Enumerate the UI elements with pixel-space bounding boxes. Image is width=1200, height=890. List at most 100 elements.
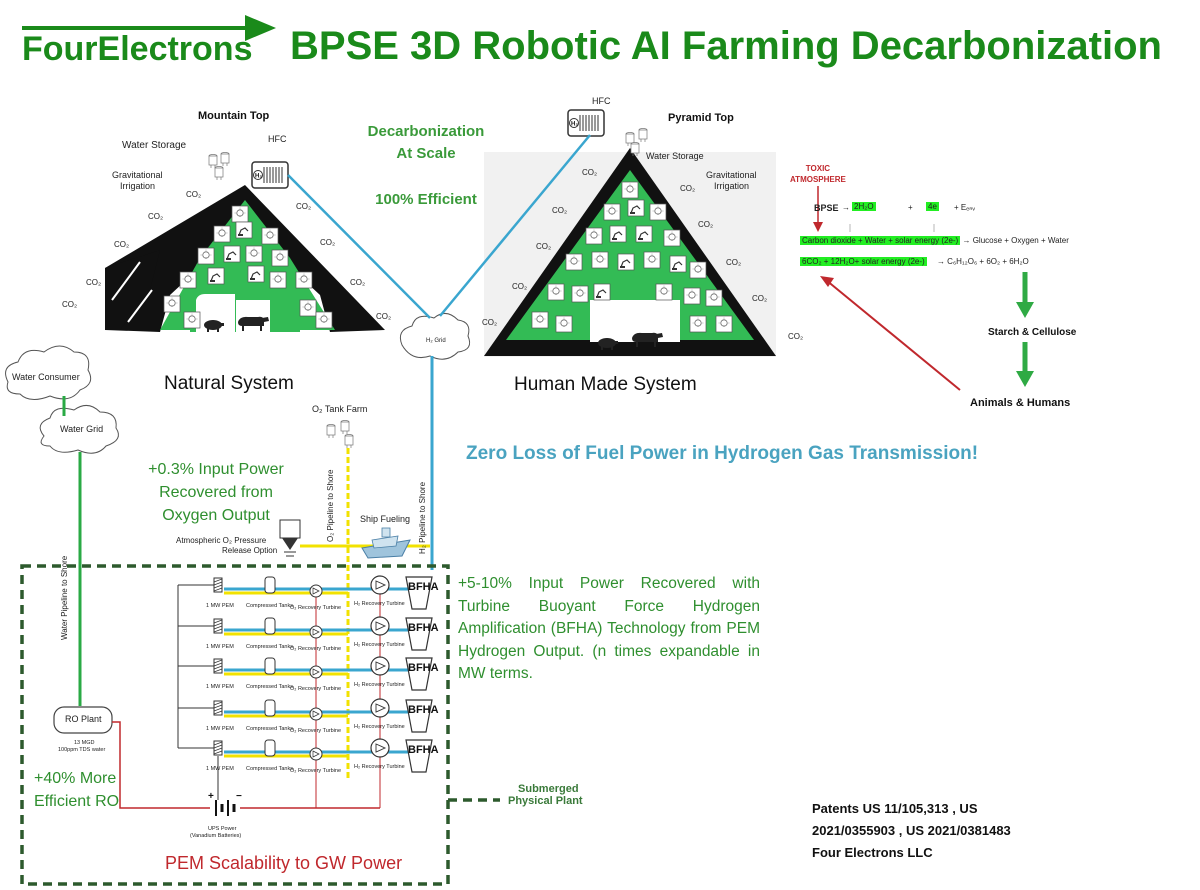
irrigation-label-natural: Irrigation — [120, 181, 156, 191]
co2-label: CO₂ — [752, 294, 768, 303]
compressed-tank-icon — [264, 617, 276, 635]
ro-spec-1: 13 MGD — [74, 740, 95, 746]
pem-label: 1 MW PEM — [206, 684, 234, 690]
bfha-label: BFHA — [408, 744, 439, 756]
pyramid-top-label: Pyramid Top — [668, 112, 734, 124]
o2-tank-farm-label: O₂ Tank Farm — [312, 404, 368, 414]
co2-label: CO₂ — [680, 184, 696, 193]
ship-icon — [361, 527, 411, 559]
pem-label: 1 MW PEM — [206, 766, 234, 772]
ups-label-2: (Vanadium Batteries) — [190, 833, 242, 839]
h2-turbine-label: H₂ Recovery Turbine — [354, 682, 405, 688]
compressed-tanks-label: Compressed Tanks — [246, 603, 293, 609]
pressure-release-label-2: Release Option — [222, 546, 278, 555]
co2-label: CO₂ — [482, 318, 498, 327]
compressed-tank-icon — [264, 576, 276, 594]
plus-sign: + — [908, 203, 913, 212]
o2-turbine-icon — [309, 584, 323, 598]
battery-plus: + — [208, 791, 214, 802]
ups-label-1: UPS Power — [208, 826, 237, 832]
photosynthesis-line1: Carbon dioxide + Water + solar energy (2… — [800, 236, 1069, 245]
co2-label: CO₂ — [582, 168, 598, 177]
co2-label: CO₂ — [62, 300, 78, 309]
toxic-atmosphere-label: TOXIC ATMOSPHERE — [790, 164, 846, 184]
electron-term: 4e — [926, 202, 939, 211]
company-logo: FourElectrons — [22, 30, 252, 69]
co2-label: CO₂ — [114, 240, 130, 249]
pem-stack-icon — [213, 700, 223, 716]
ro-plant-label: RO Plant — [65, 714, 102, 724]
hfc-label-human: HFC — [592, 96, 611, 106]
pem-stack-icon — [213, 740, 223, 756]
mountain-top-label: Mountain Top — [198, 110, 270, 122]
pem-stack-icon — [213, 618, 223, 634]
o2-pipeline-label: O₂ Pipeline to Shore — [326, 469, 335, 542]
bfha-label: BFHA — [408, 581, 439, 593]
o2-turbine-icon — [309, 707, 323, 721]
zero-loss-text: Zero Loss of Fuel Power in Hydrogen Gas … — [466, 443, 979, 464]
submerged-plant-label: Submerged Physical Plant — [508, 783, 583, 807]
o2-turbine-label: O₂ Recovery Turbine — [290, 768, 342, 774]
human-system-label: Human Made System — [514, 374, 697, 395]
h2-turbine-label: H₂ Recovery Turbine — [354, 601, 405, 607]
co2-label: CO₂ — [552, 206, 568, 215]
bfha-text: +5-10% Input Power Recovered with Turbin… — [458, 575, 760, 682]
h2-turbine-icon — [370, 698, 390, 718]
h2-turbine-label: H₂ Recovery Turbine — [354, 642, 405, 648]
water-pipeline-label: Water Pipeline to Shore — [60, 555, 69, 640]
co2-label: CO₂ — [320, 238, 336, 247]
o2-turbine-icon — [309, 747, 323, 761]
compressed-tanks-label: Compressed Tanks — [246, 726, 293, 732]
pem-label: 1 MW PEM — [206, 603, 234, 609]
hydrogen-fuel-cell-icon — [251, 161, 289, 189]
bfha-label: BFHA — [408, 622, 439, 634]
page-title: BPSE 3D Robotic AI Farming Decarbonizati… — [290, 24, 1162, 68]
o2-turbine-label: O₂ Recovery Turbine — [290, 605, 342, 611]
h2-turbine-icon — [370, 575, 390, 595]
water-storage-label-natural: Water Storage — [122, 140, 187, 151]
energy-term: + Eₑₙᵥ — [954, 203, 975, 212]
compressed-tanks-label: Compressed Tanks — [246, 766, 293, 772]
compressed-tank-icon — [264, 739, 276, 757]
co2-label: CO₂ — [148, 212, 164, 221]
gravitational-label-human: Gravitational — [706, 170, 757, 180]
bpse-arrow: → — [842, 203, 850, 212]
co2-label: CO₂ — [536, 242, 552, 251]
co2-label: CO₂ — [350, 278, 366, 287]
h2-turbine-icon — [370, 738, 390, 758]
co2-label: CO₂ — [512, 282, 528, 291]
o2-turbine-label: O₂ Recovery Turbine — [290, 646, 342, 652]
decarbonization-text: Decarbonization At Scale — [367, 123, 485, 162]
o2-turbine-icon — [309, 625, 323, 639]
o2-turbine-label: O₂ Recovery Turbine — [290, 686, 342, 692]
hfc-label-natural: HFC — [268, 134, 287, 144]
compressed-tanks-label: Compressed Tanks — [246, 684, 293, 690]
pem-label: 1 MW PEM — [206, 644, 234, 650]
water-term: 2H₂O — [852, 202, 876, 211]
ship-fueling-label: Ship Fueling — [360, 514, 411, 524]
pem-stack-icon — [213, 658, 223, 674]
battery-minus: − — [236, 791, 242, 802]
mountain-graphic — [105, 185, 385, 332]
starch-cellulose-label: Starch & Cellulose — [988, 327, 1077, 338]
photosynthesis-line2: 6CO₂ + 12H₂O+ solar energy (2e-) → C₆H₁₂… — [800, 257, 1029, 266]
animals-humans-label: Animals & Humans — [970, 397, 1071, 409]
water-grid-label: Water Grid — [60, 424, 104, 434]
pressure-release-label-1: Atmospheric O₂ Pressure — [176, 536, 267, 545]
patents-block: Patents US 11/105,313 , US 2021/0355903 … — [812, 801, 1011, 860]
co2-label: CO₂ — [788, 332, 804, 341]
h2-turbine-label: H₂ Recovery Turbine — [354, 764, 405, 770]
ro-spec-2: 100ppm TDS water — [58, 747, 106, 753]
compressed-tank-icon — [264, 657, 276, 675]
co2-label: CO₂ — [698, 220, 714, 229]
compressed-tanks-label: Compressed Tanks — [246, 644, 293, 650]
battery-icon — [215, 800, 236, 816]
compressed-tank-icon — [264, 699, 276, 717]
bfha-label: BFHA — [408, 704, 439, 716]
irrigation-label-human: Irrigation — [714, 181, 750, 191]
natural-system-label: Natural System — [164, 373, 294, 394]
h2-turbine-icon — [370, 616, 390, 636]
ro-efficiency-text: +40% More Efficient RO — [34, 770, 120, 810]
